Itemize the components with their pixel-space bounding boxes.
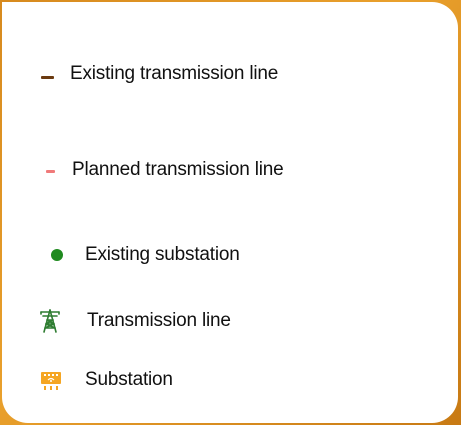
legend-item-transmission-line: Transmission line xyxy=(39,309,231,333)
legend-item-existing-transmission-line: Existing transmission line xyxy=(41,63,278,85)
legend-label: Existing substation xyxy=(85,244,240,265)
existing-line-swatch-icon xyxy=(41,75,54,79)
legend-item-planned-transmission-line: Planned transmission line xyxy=(46,159,284,181)
legend-label: Planned transmission line xyxy=(72,159,284,180)
planned-line-swatch-icon xyxy=(46,169,55,173)
legend-label: Existing transmission line xyxy=(70,63,279,84)
legend-item-existing-substation: Existing substation xyxy=(51,244,240,266)
substation-icon xyxy=(40,368,62,392)
legend-label: Transmission line xyxy=(87,310,231,331)
legend-item-substation: Substation xyxy=(40,368,173,392)
legend-label: Substation xyxy=(85,369,173,390)
map-legend-panel: Existing transmission line Planned trans… xyxy=(2,2,458,423)
transmission-tower-icon xyxy=(39,309,61,333)
substation-dot-icon xyxy=(51,249,63,261)
